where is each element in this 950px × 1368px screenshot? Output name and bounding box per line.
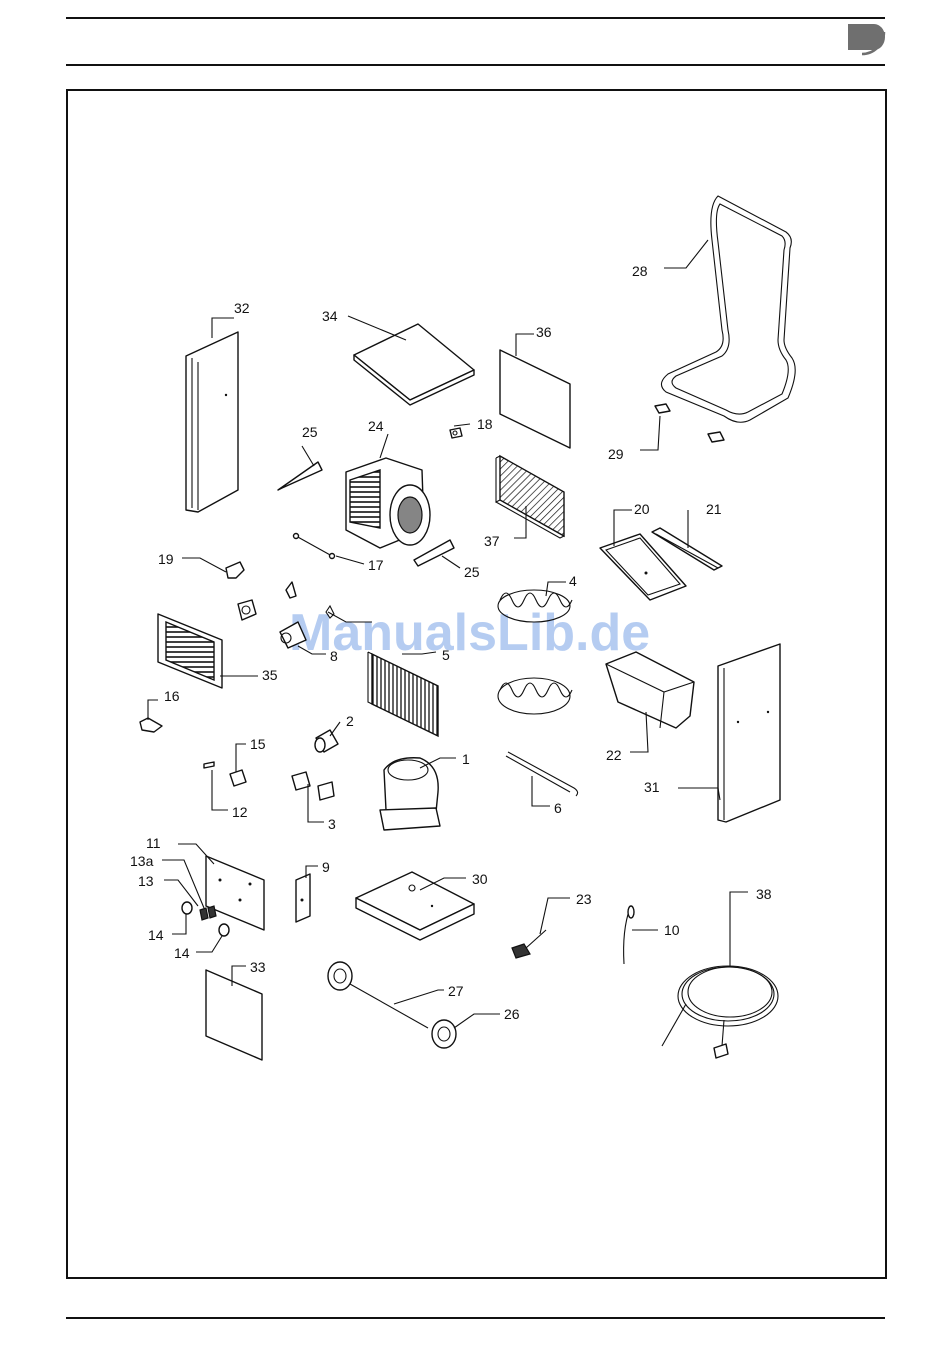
callout-21: 21 <box>706 501 722 517</box>
callout-28: 28 <box>632 263 648 279</box>
brand-logo <box>848 24 885 54</box>
callout-14b: 14 <box>174 945 190 961</box>
part-condenser <box>368 652 438 736</box>
part-small-board <box>296 874 310 922</box>
part-front-grille <box>158 614 222 688</box>
callout-20: 20 <box>634 501 650 517</box>
part-front-panel <box>206 970 262 1060</box>
callout-11: 11 <box>146 835 161 851</box>
callout-36: 36 <box>536 324 552 340</box>
part-water-tank <box>606 652 694 728</box>
callout-5: 5 <box>442 647 450 663</box>
callout-24: 24 <box>368 418 384 434</box>
part-axle-wheels <box>328 962 456 1048</box>
callout-12: 12 <box>232 804 248 820</box>
callout-33: 33 <box>250 959 266 975</box>
part-rear-panel <box>500 350 570 448</box>
callout-22: 22 <box>606 747 622 763</box>
callout-4: 4 <box>569 573 577 589</box>
part-hinges <box>655 404 724 442</box>
callout-9: 9 <box>322 859 330 875</box>
part-clip <box>450 428 462 438</box>
part-base-tray <box>356 872 474 940</box>
callout-18: 18 <box>477 416 493 432</box>
callout-27: 27 <box>448 983 464 999</box>
callout-14a: 14 <box>148 927 164 943</box>
part-blower-fan <box>346 458 430 548</box>
part-probe <box>624 906 634 964</box>
callout-17: 17 <box>368 557 384 573</box>
callout-25b: 25 <box>464 564 480 580</box>
part-door-frame <box>661 196 795 422</box>
callout-31: 31 <box>644 779 660 795</box>
callout-10: 10 <box>664 922 680 938</box>
part-bracket-16 <box>140 718 162 732</box>
part-cylinder <box>315 730 338 752</box>
callout-13: 13 <box>138 873 154 889</box>
callout-13a: 13a <box>130 853 154 869</box>
callout-32: 32 <box>234 300 250 316</box>
callout-23: 23 <box>576 891 592 907</box>
part-connector <box>286 582 296 598</box>
part-relay <box>238 600 256 620</box>
part-control-board <box>206 856 264 930</box>
callout-38: 38 <box>756 886 772 902</box>
part-top-cover <box>354 324 474 405</box>
watermark-text: ManualsLib.de <box>289 604 650 662</box>
part-pin <box>204 762 214 768</box>
part-bracket-upper <box>278 462 322 490</box>
callout-25a: 25 <box>302 424 318 440</box>
part-switch-15 <box>230 770 246 786</box>
callout-29: 29 <box>608 446 624 462</box>
callout-35: 35 <box>262 667 278 683</box>
callout-34: 34 <box>322 308 338 324</box>
part-clamp-19 <box>226 562 244 578</box>
part-power-cord <box>662 966 778 1058</box>
part-compressor <box>380 758 440 830</box>
part-side-panel-left <box>186 332 238 512</box>
callout-8: 8 <box>330 648 338 664</box>
part-heater-rod <box>506 752 578 796</box>
part-threaded-rod <box>294 534 335 559</box>
part-bracket-lower <box>414 540 454 566</box>
callout-15: 15 <box>250 736 266 752</box>
part-side-panel-right <box>718 644 780 822</box>
callout-2: 2 <box>346 713 354 729</box>
callout-1: 1 <box>462 751 470 767</box>
part-blocks <box>292 772 334 800</box>
callout-26: 26 <box>504 1006 520 1022</box>
callout-16: 16 <box>164 688 180 704</box>
callout-19: 19 <box>158 551 174 567</box>
callout-37: 37 <box>484 533 500 549</box>
part-air-filter <box>496 456 564 538</box>
callout-3: 3 <box>328 816 336 832</box>
part-sensor <box>512 930 546 958</box>
callout-6: 6 <box>554 800 562 816</box>
callout-30: 30 <box>472 871 488 887</box>
